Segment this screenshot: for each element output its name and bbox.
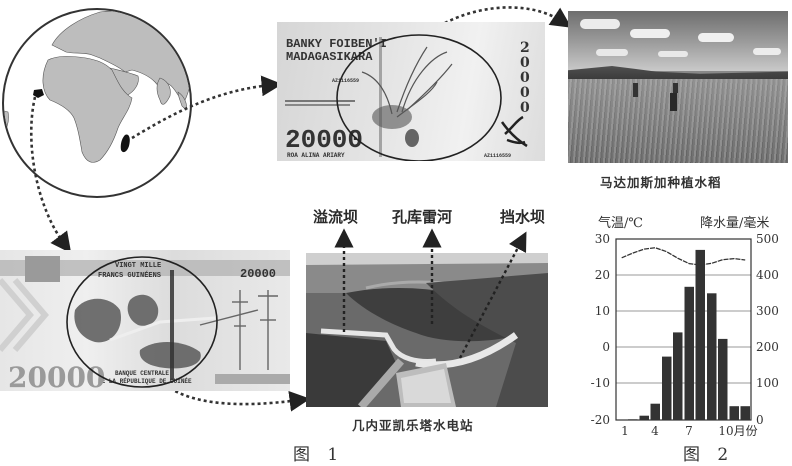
dam-photo-caption: 几内亚凯乐塔水电站	[352, 418, 474, 433]
madagascar-bank-name-2: MADAGASIKARA	[286, 50, 373, 64]
svg-text:20: 20	[595, 268, 610, 282]
madagascar-highlight-ellipse	[336, 34, 502, 161]
svg-text:0: 0	[520, 85, 530, 101]
svg-text:-20: -20	[591, 413, 610, 427]
svg-text:4: 4	[651, 424, 659, 438]
svg-text:7: 7	[685, 424, 693, 438]
label-retaining-dam: 挡水坝	[500, 208, 546, 226]
madagascar-serial: AZ1116559	[332, 78, 359, 84]
svg-text:-10: -10	[591, 376, 610, 390]
svg-text:30: 30	[595, 232, 610, 246]
left-axis-ticks: 30 20 10 0 -10 -20	[591, 232, 610, 427]
svg-text:0: 0	[602, 340, 610, 354]
svg-text:400: 400	[756, 268, 779, 282]
svg-text:0: 0	[756, 413, 764, 427]
madagascar-words: ROA ALINA ARIARY	[287, 152, 345, 159]
madagascar-bank-name-1: BANKY FOIBEN'I	[286, 37, 387, 51]
figure-1-label: 图 1	[293, 445, 345, 465]
guinea-highlight	[33, 89, 44, 98]
svg-text:1: 1	[621, 424, 629, 438]
svg-text:0: 0	[520, 70, 530, 86]
rice-field-photo	[568, 11, 788, 163]
guinea-title-1: VINGT MILLE	[115, 262, 161, 270]
svg-text:500: 500	[756, 232, 779, 246]
madagascar-vertical-denom: 20000	[520, 40, 530, 116]
chart-left-axis-title: 气温/℃	[598, 216, 643, 231]
guinea-denomination-top: 20000	[240, 267, 276, 281]
guinea-title-2: FRANCS GUINÉENS	[98, 271, 161, 280]
rice-photo-caption: 马达加斯加种植水稻	[600, 175, 722, 190]
dam-label-pointers	[334, 228, 527, 359]
chart-right-axis-title: 降水量/毫米	[700, 216, 770, 231]
svg-text:0: 0	[520, 55, 530, 71]
guinea-bank-1: BANQUE CENTRALE	[115, 370, 169, 377]
guinea-denomination: 20000	[8, 361, 105, 391]
svg-text:2: 2	[520, 40, 530, 56]
figure-2-label: 图 2	[683, 445, 735, 465]
precipitation-bars	[617, 249, 750, 420]
madagascar-denomination: 20000	[285, 125, 363, 155]
globe-map	[2, 8, 192, 198]
guinea-banknote: VINGT MILLE FRANCS GUINÉENS 20000 BANQUE…	[0, 250, 290, 391]
label-spillway-dam: 溢流坝	[313, 208, 359, 226]
madagascar-serial-bottom: AZ1116559	[484, 153, 511, 159]
madagascar-banknote: BANKY FOIBEN'I MADAGASIKARA AZ1116559 20…	[277, 22, 545, 161]
climate-chart: 30 20 10 0 -10 -20 500 400 300 200 100 0	[591, 232, 779, 438]
guinea-highlight-ellipse	[66, 256, 218, 388]
svg-text:200: 200	[756, 340, 779, 354]
label-konkoure-river: 孔库雷河	[392, 208, 453, 226]
svg-text:0: 0	[520, 100, 530, 116]
svg-text:10月份: 10月份	[718, 424, 757, 438]
guinea-bank-2: DE LA RÉPUBLIQUE DE GUINÉE	[98, 378, 192, 385]
madagascar-highlight	[120, 134, 130, 153]
svg-text:10: 10	[595, 304, 610, 318]
dam-photo	[306, 253, 548, 407]
svg-text:100: 100	[756, 376, 779, 390]
x-axis-ticks: 1 4 7 10月份	[621, 424, 757, 438]
right-axis-ticks: 500 400 300 200 100 0	[756, 232, 779, 427]
svg-text:300: 300	[756, 304, 779, 318]
temperature-line	[621, 247, 746, 266]
